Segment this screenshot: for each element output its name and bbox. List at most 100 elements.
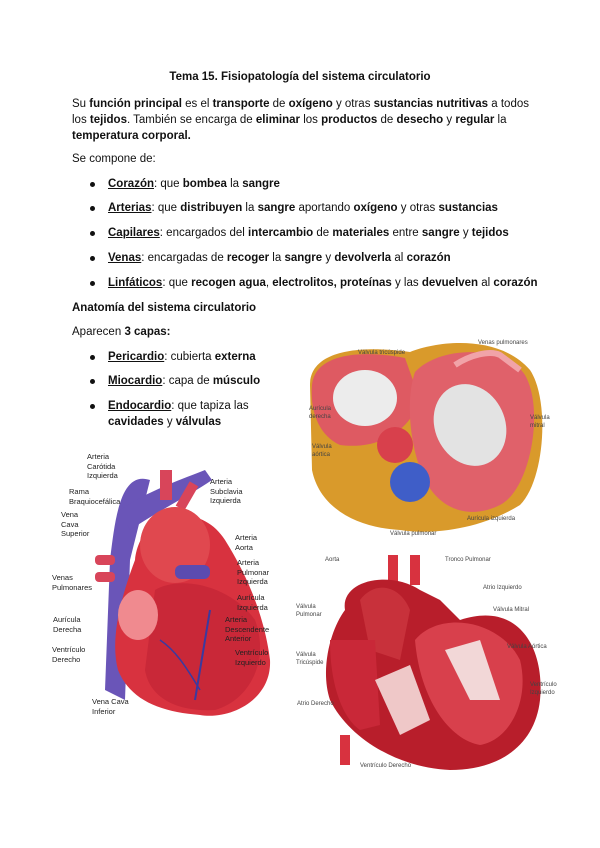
bold-text: sustancias nutritivas: [373, 98, 489, 110]
text-run: entre: [389, 227, 422, 239]
diagram-label: Ventrículo Derecho: [52, 645, 86, 664]
bold-text: corazón: [493, 277, 538, 289]
diagram-label: Válvula Pulmonar: [296, 604, 322, 618]
components-item: Linfáticos: que recogen agua, electrolit…: [90, 275, 538, 291]
text-run: : que tapiza las: [171, 400, 249, 412]
diagram-label: Venas Pulmonares: [52, 573, 93, 592]
text-run: Aparecen: [72, 326, 125, 338]
text-run: y las: [391, 277, 422, 289]
text-run: la: [494, 114, 507, 126]
diagram-label: Arteria Descendente Anterior: [225, 615, 270, 643]
bullet-icon: [90, 182, 95, 187]
text-run: al: [478, 277, 494, 289]
bullet-icon: [90, 379, 95, 384]
bold-text: tejidos: [89, 114, 127, 126]
bold-text: electrolitos, proteínas: [272, 277, 392, 289]
term-heading: Linfáticos: [108, 277, 163, 289]
layers-item: Miocardio: capa de músculo: [90, 373, 261, 389]
text-run: : encargadas de: [141, 252, 227, 264]
diagram-label: Atrio Izquierdo: [483, 585, 522, 591]
bold-text: recoger: [226, 252, 270, 264]
bold-text: músculo: [212, 375, 261, 387]
bold-text: productos: [321, 114, 378, 126]
text-run: la: [242, 202, 258, 214]
text-run: la: [269, 252, 285, 264]
bold-text: corazón: [406, 252, 451, 264]
bold-text: sangre: [257, 202, 296, 214]
diagram-label: Vena Cava Superior: [61, 510, 90, 538]
text-run: la: [226, 178, 243, 190]
text-run: : que: [162, 277, 192, 289]
bold-text: distribuyen: [180, 202, 243, 214]
diagram-label: Válvula aórtica: [312, 444, 332, 458]
layers-item: Pericardio: cubierta externa: [90, 349, 256, 365]
components-item: Arterias: que distribuyen la sangre apor…: [90, 200, 498, 216]
bold-text: oxígeno: [353, 202, 398, 214]
text-run: de: [377, 114, 397, 126]
heart-section-image: [325, 555, 541, 770]
diagram-label: Vena Cava Inferior: [92, 697, 129, 716]
diagram-label: Válvula tricúspide: [358, 350, 406, 356]
text-run: : que: [154, 178, 183, 190]
bold-text: bombea: [182, 178, 227, 190]
diagram-label: Ventrículo Izquierdo: [530, 682, 557, 696]
text-run: a todos los: [72, 98, 529, 126]
text-run: y: [163, 416, 176, 428]
valves-top-view-image: [310, 343, 543, 532]
bold-text: sangre: [242, 178, 280, 190]
external-heart-image: [95, 470, 271, 716]
text-run: y: [322, 252, 335, 264]
diagram-label: Arteria Subclavia Izquierda: [210, 477, 243, 505]
page-title: Tema 15. Fisiopatología del sistema circ…: [169, 71, 431, 83]
layers-item: Endocardio: que tapiza las cavidades y v…: [90, 398, 283, 430]
term-heading: Miocardio: [108, 375, 163, 387]
bold-text: devolverla: [334, 252, 392, 264]
diagram-label: Válvula Mitral: [493, 607, 530, 613]
bold-text: oxígeno: [288, 98, 333, 110]
diagram-label: Válvula Aórtica: [507, 644, 547, 650]
components-item: Corazón: que bombea la sangre: [90, 176, 280, 192]
diagram-label: Arteria Aorta: [235, 533, 258, 552]
bold-text: desecho: [396, 114, 444, 126]
layers-intro: Aparecen 3 capas:: [72, 324, 170, 340]
bold-text: regular: [455, 114, 495, 126]
term-heading: Capilares: [108, 227, 160, 239]
text-run: es el: [181, 98, 213, 110]
diagram-label: Arteria Pulmonar Izquierda: [237, 558, 270, 586]
bold-text: materiales: [332, 227, 390, 239]
term-heading: Corazón: [108, 178, 154, 190]
bold-text: recogen agua: [191, 277, 266, 289]
diagram-label: Aurícula Izquierda: [237, 593, 268, 612]
bold-text: válvulas: [175, 416, 222, 428]
bullet-icon: [90, 231, 95, 236]
bold-text: 3 capas:: [124, 326, 171, 338]
diagram-label: Atrio Derecho: [297, 701, 334, 707]
text-run: y: [459, 227, 472, 239]
text-run: y otras: [397, 202, 439, 214]
text-run: : que: [151, 202, 181, 214]
text-run: de: [313, 227, 333, 239]
text-run: ,: [265, 277, 273, 289]
bold-text: sangre: [421, 227, 460, 239]
diagram-label: Venas pulmonares: [478, 340, 528, 346]
diagram-label: Aurícula Derecha: [53, 615, 82, 634]
text-run: los: [300, 114, 322, 126]
diagram-label: Válvula mitral: [530, 415, 550, 429]
anatomy-heading: Anatomía del sistema circulatorio: [72, 302, 257, 314]
bold-text: temperatura corporal.: [72, 130, 191, 142]
bold-text: intercambio: [248, 227, 314, 239]
bullet-icon: [90, 355, 95, 360]
diagram-label: Aorta: [325, 557, 340, 563]
bold-text: cavidades: [108, 416, 164, 428]
bullet-icon: [90, 256, 95, 261]
text-run: : encargados del: [159, 227, 249, 239]
diagram-label: Aurícula derecha: [309, 406, 332, 420]
diagram-label: Rama Braquiocefálica: [69, 487, 121, 506]
diagram-label: Válvula Tricúspide: [296, 652, 324, 666]
components-item: Venas: encargadas de recoger la sangre y…: [90, 250, 451, 266]
diagram-label: Ventrículo Derecho: [360, 763, 412, 769]
bullet-icon: [90, 404, 95, 409]
text-run: Su: [72, 98, 90, 110]
